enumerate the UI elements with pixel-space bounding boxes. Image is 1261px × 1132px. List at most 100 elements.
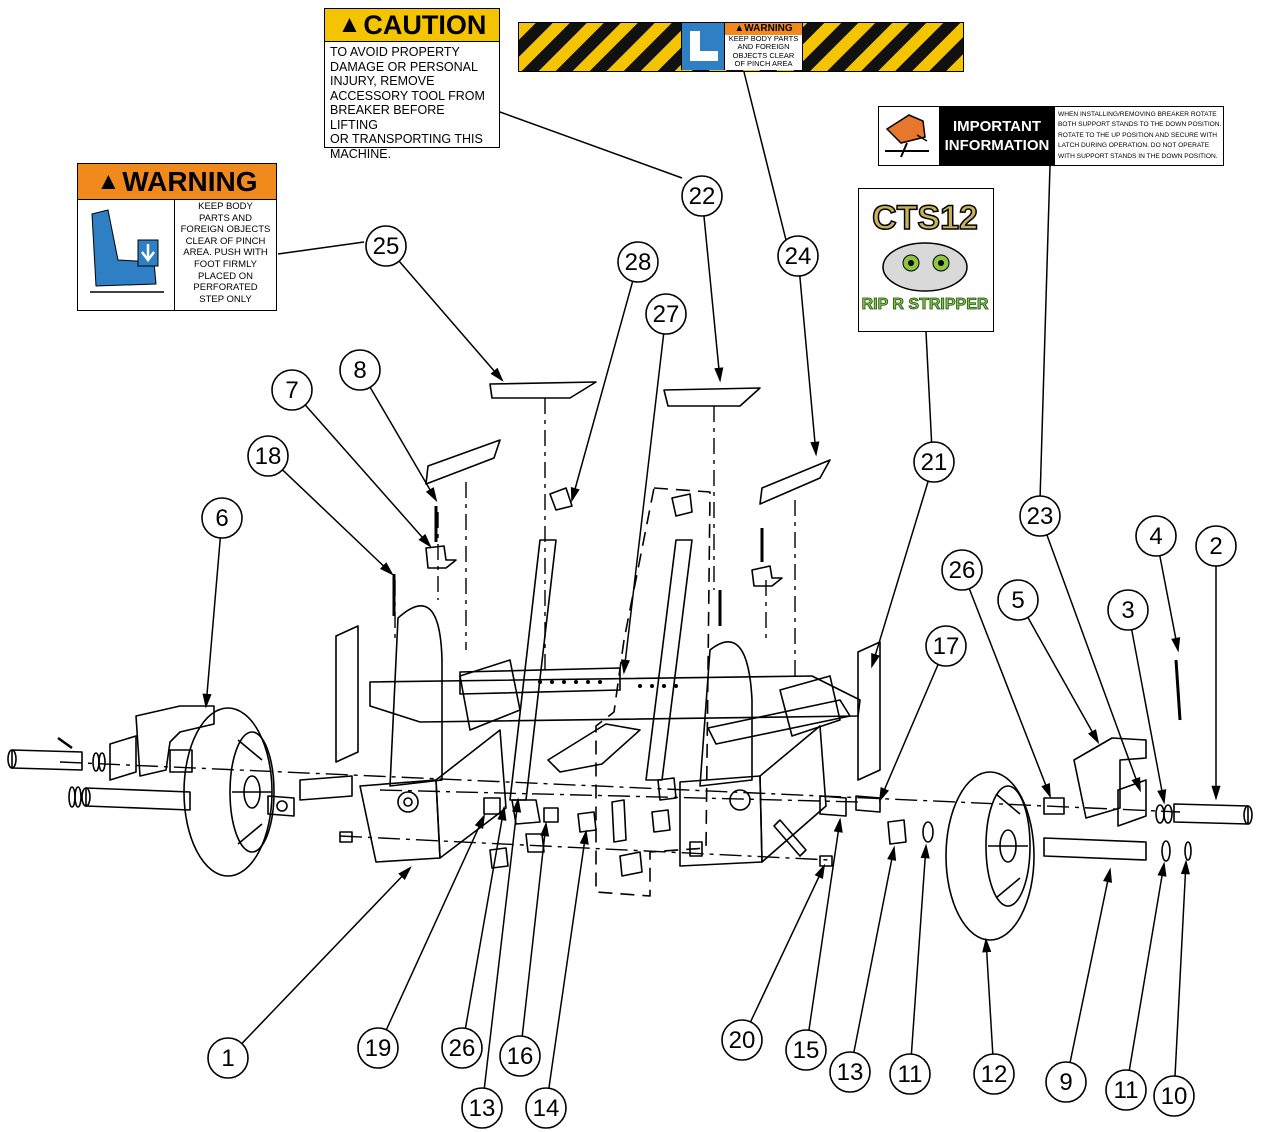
step-warning-line: PLACED ON [198,270,253,282]
leader-arrowhead [1041,782,1051,799]
important-body: WHEN INSTALLING/REMOVING BREAKER ROTATE … [1055,107,1223,165]
callout-circle [207,1037,249,1079]
left-axle-sleeve [85,787,191,811]
right-wheel-rim [985,785,1031,907]
washer-10 [1184,841,1192,861]
right-decal-small-23 [1117,779,1147,827]
callout-circle [777,235,819,277]
logo-bottom-text: RIP R STRIPPER [862,296,989,313]
logo-top-text: CTS12 [872,199,978,237]
callout-23: 23 [1019,495,1061,537]
callout-number: 3 [1121,597,1134,624]
leader-arrowhead [418,533,432,548]
leader-line [910,845,927,1055]
strip-warning-header-text: WARNING [744,23,793,34]
cts12-logo-art: CTS12 RIP R STRIPPER [861,198,989,313]
decal-sheet-24 [759,459,831,505]
callout-10: 10 [1153,1075,1195,1117]
hw-26-left [511,799,541,825]
important-title-line: IMPORTANT [952,118,1042,135]
step-warning-line: FOOT FIRMLY [194,258,257,270]
callout-circle [271,369,313,411]
callout-circle [339,349,381,391]
left-stand-hub [397,791,419,813]
callout-circle [1105,1069,1147,1111]
right-wheel-spokes [988,793,1028,899]
callout-15: 15 [785,1029,827,1071]
callout-circle [997,579,1039,621]
decal-sheet-22 [663,387,761,407]
callout-circle [247,435,289,477]
callout-number: 13 [469,1095,496,1122]
left-stand-body [359,779,441,863]
callout-number: 16 [507,1043,534,1070]
right-axle-sleeve-9 [1043,837,1147,861]
leader-line [703,215,721,381]
callout-12: 12 [973,1053,1015,1095]
right-stand-side [759,725,827,863]
hw-13-left [525,833,545,853]
breaker-stand-icon [879,107,939,164]
callout-number: 22 [689,183,716,210]
caution-line: DAMAGE OR PERSONAL [330,59,478,74]
callout-circle [973,1053,1015,1095]
callout-circle [357,1027,399,1069]
caution-header-text: CAUTION [363,9,487,40]
step-warning-line: PERFORATED [193,282,258,294]
callout-number: 18 [255,443,282,470]
cts12-logo-decal: CTS12 RIP R STRIPPER [858,188,994,332]
leader-arrowhead [871,652,880,669]
leader-line [483,799,519,1089]
leader-line [1130,629,1165,803]
leader-arrowhead [879,786,890,803]
leader-arrowhead [1180,859,1190,875]
callout-number: 11 [1114,1077,1139,1104]
strut-end-top-right [671,493,693,517]
callout-6: 6 [201,497,243,539]
latch-bracket-left [425,545,457,569]
step-warning-header: ▲ WARNING [78,164,276,200]
left-nut-small [339,831,353,843]
washer-3b [1163,804,1173,824]
leader-arrows [202,215,1221,1089]
leader-line [571,281,634,501]
callout-7: 7 [271,369,313,411]
leader-arrowhead [398,866,412,880]
callout-circle [645,293,687,335]
leader-line [985,939,994,1055]
leader-arrowhead [490,367,504,382]
callout-27: 27 [645,293,687,335]
left-stand-side [435,729,507,859]
pinch-warning-strip-decal: ▲WARNING KEEP BODY PARTS AND FOREIGN OBJ… [518,22,964,72]
left-washer-a [74,786,82,808]
leader-line [879,664,939,801]
callout-11: 11 [1105,1069,1147,1111]
pinch-hand-icon [682,23,725,70]
caution-line: ACCESSORY TOOL FROM [330,88,485,103]
leader-arrowhead [579,829,589,845]
callout-number: 5 [1011,587,1024,614]
caution-line: BREAKER BEFORE LIFTING [330,103,445,132]
caution-line: MACHINE. [330,146,392,161]
callout-number: 27 [653,301,680,328]
callout-21: 21 [913,441,955,483]
right-stand-rail [707,699,851,745]
callout-number: 4 [1149,523,1162,550]
hw-26-right [1043,797,1065,815]
leader-line [241,867,411,1045]
strip-warning-line: OF PINCH AREA [734,59,793,69]
callout-circle [721,1019,763,1061]
callout-8: 8 [339,349,381,391]
callout-number: 21 [921,449,948,476]
leader-line [968,588,1051,797]
step-warning-line: AREA. PUSH WITH [183,247,268,259]
left-lynch-pin [57,736,73,750]
callout-circle [1135,515,1177,557]
leader-arrowhead [1088,729,1100,745]
step-warning-body: KEEP BODY PARTS AND FOREIGN OBJECTS CLEA… [175,200,276,310]
callout-number: 19 [365,1035,392,1062]
callout-number: 11 [898,1061,923,1088]
leader-arrowhead [1171,637,1181,653]
